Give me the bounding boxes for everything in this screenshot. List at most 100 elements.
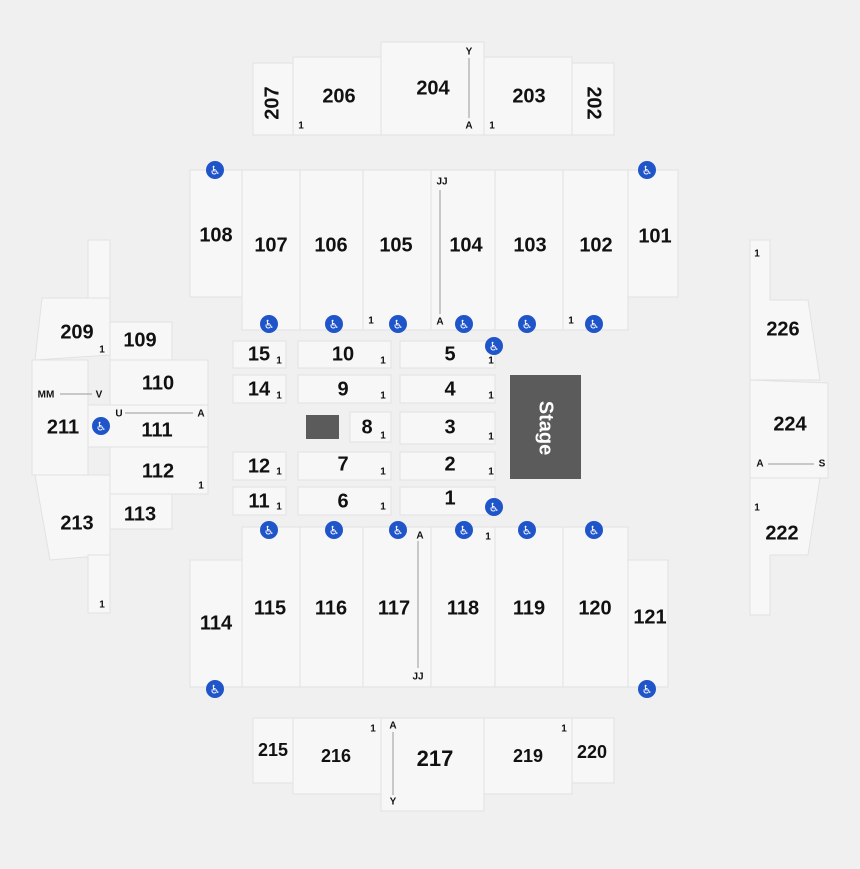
row-label-1-203: 1 (489, 121, 495, 132)
label-floor-5: 5 (444, 343, 455, 365)
section-226[interactable] (749, 239, 821, 381)
wheelchair-icon: ♿ (585, 315, 603, 333)
row-label-Y-217: Y (390, 797, 397, 808)
label-118: 118 (447, 597, 479, 619)
row-labels: Y A 1 1 JJ A 1 1 1 MM V U A 1 1 1 1 1 1 … (38, 47, 826, 808)
wheelchair-icon: ♿ (206, 680, 224, 698)
floor-11[interactable] (232, 486, 287, 516)
label-floor-10: 10 (332, 343, 354, 365)
section-120[interactable] (562, 526, 629, 688)
row-indicator-lines (60, 58, 814, 795)
wheelchair-icon: ♿ (638, 161, 656, 179)
section-112[interactable] (109, 446, 209, 495)
section-115[interactable] (241, 526, 301, 688)
row-label-1-105: 1 (368, 316, 374, 327)
label-115: 115 (254, 597, 286, 619)
stage-label: Stage (535, 401, 557, 455)
floor-9[interactable] (297, 374, 392, 404)
row-label-1-f2: 1 (488, 467, 494, 478)
section-104[interactable] (430, 169, 496, 331)
label-121: 121 (633, 606, 666, 628)
label-211: 211 (47, 416, 79, 438)
section-206[interactable] (292, 56, 382, 136)
row-label-1-f10: 1 (380, 356, 386, 367)
label-floor-3: 3 (444, 416, 455, 438)
svg-text:♿: ♿ (210, 164, 221, 178)
row-label-1-f4: 1 (488, 391, 494, 402)
wheelchair-icon: ♿ (389, 521, 407, 539)
floor-6[interactable] (297, 486, 392, 516)
label-floor-1: 1 (444, 487, 455, 509)
row-label-MM-209: MM (38, 390, 55, 401)
row-label-1-f15: 1 (276, 356, 282, 367)
label-floor-11: 11 (248, 490, 269, 512)
row-label-V-209: V (96, 390, 103, 401)
section-121[interactable] (627, 559, 669, 688)
label-floor-8: 8 (361, 416, 372, 438)
label-224: 224 (773, 413, 807, 435)
row-label-1-f14: 1 (276, 391, 282, 402)
section-204[interactable] (380, 41, 485, 136)
label-219: 219 (513, 746, 543, 766)
svg-text:♿: ♿ (264, 318, 275, 332)
floor-8[interactable] (349, 411, 392, 443)
floor-15[interactable] (232, 340, 287, 369)
wheelchair-icon: ♿ (638, 680, 656, 698)
floor-3[interactable] (399, 411, 496, 445)
floor-2[interactable] (399, 451, 496, 481)
section-222[interactable] (749, 477, 821, 616)
section-224[interactable] (749, 379, 829, 479)
floor-10[interactable] (297, 340, 392, 369)
section-101[interactable] (627, 169, 679, 298)
svg-text:♿: ♿ (393, 318, 404, 332)
svg-text:♿: ♿ (329, 524, 340, 538)
row-label-1-f5: 1 (488, 356, 494, 367)
section-102[interactable] (562, 169, 629, 331)
label-213: 213 (60, 512, 93, 534)
section-108[interactable] (189, 169, 243, 298)
row-label-1-f9: 1 (380, 391, 386, 402)
section-118[interactable] (430, 526, 496, 688)
accessible-markers: ♿ ♿ ♿ ♿ ♿ ♿ ♿ ♿ ♿ ♿ ♿ ♿ ♿ ♿ ♿ ♿ ♿ ♿ ♿ (92, 161, 656, 698)
wheelchair-icon: ♿ (260, 315, 278, 333)
label-104: 104 (449, 234, 483, 256)
section-220[interactable] (571, 717, 615, 784)
label-117: 117 (378, 597, 410, 619)
floor-12[interactable] (232, 451, 287, 481)
row-label-1-f8: 1 (380, 431, 386, 442)
row-label-1-213: 1 (99, 600, 105, 611)
label-203: 203 (512, 85, 545, 107)
label-110: 110 (142, 372, 174, 394)
section-207[interactable] (252, 62, 294, 136)
section-116[interactable] (299, 526, 364, 688)
svg-text:♿: ♿ (522, 524, 533, 538)
section-203[interactable] (483, 56, 573, 136)
section-219[interactable] (483, 717, 573, 795)
row-label-1-118: 1 (485, 532, 491, 543)
wheelchair-icon: ♿ (518, 521, 536, 539)
svg-text:♿: ♿ (522, 318, 533, 332)
section-left-upper-edge[interactable] (87, 239, 111, 299)
row-label-1-f7: 1 (380, 467, 386, 478)
section-113[interactable] (109, 493, 173, 530)
label-113: 113 (124, 503, 156, 525)
section-217[interactable] (380, 717, 485, 812)
label-202: 202 (583, 86, 605, 119)
floor-14[interactable] (232, 374, 287, 404)
lower-bottom-sections (189, 526, 669, 688)
label-209: 209 (60, 321, 93, 343)
section-left-lower-edge[interactable] (87, 554, 111, 614)
floor-7[interactable] (297, 451, 392, 481)
row-label-A-224: A (756, 459, 763, 470)
floor-5[interactable] (399, 340, 496, 369)
label-floor-6: 6 (337, 490, 348, 512)
section-106[interactable] (299, 169, 364, 331)
section-202[interactable] (571, 62, 615, 136)
section-216[interactable] (292, 717, 382, 795)
section-117[interactable] (362, 526, 432, 688)
floor-4[interactable] (399, 374, 496, 404)
left-side-sections (31, 239, 209, 614)
section-109[interactable] (109, 321, 173, 361)
